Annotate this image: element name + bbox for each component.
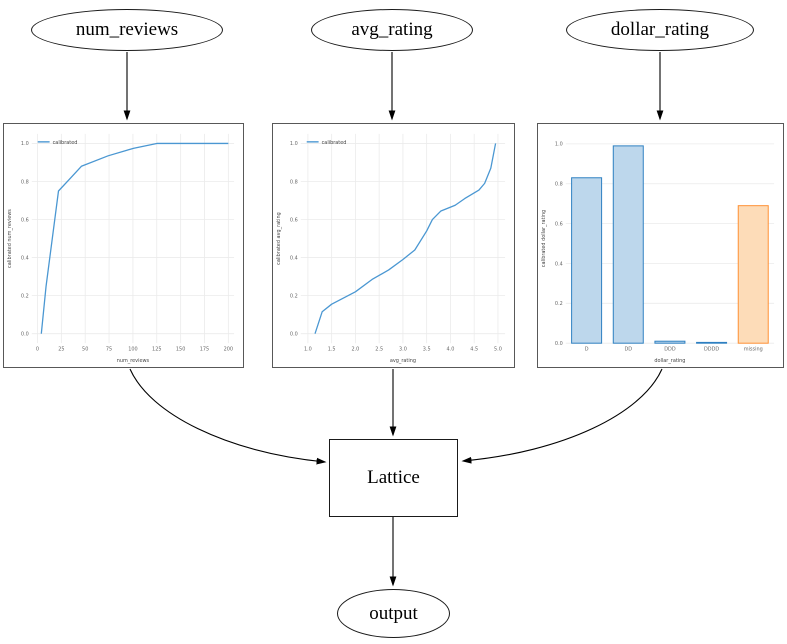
calibration-plot-avg-rating: 0.0 0.2 0.4 0.6 0.8 1.0 1.0 1.5 2.0 2.5 3.0 3.5 4.0 4… [272, 123, 515, 368]
svg-text:125: 125 [152, 347, 161, 353]
svg-text:0.2: 0.2 [290, 293, 298, 299]
svg-text:DDD: DDD [664, 347, 676, 353]
svg-text:calibrated: calibrated [53, 140, 78, 146]
svg-text:0.4: 0.4 [290, 255, 298, 261]
svg-text:0.4: 0.4 [555, 261, 563, 267]
svg-text:0.0: 0.0 [290, 331, 298, 337]
svg-text:0.6: 0.6 [290, 217, 298, 223]
svg-text:1.0: 1.0 [304, 347, 312, 353]
node-dollar-rating-label: dollar_rating [610, 19, 710, 40]
svg-text:4.0: 4.0 [447, 347, 455, 353]
svg-text:100: 100 [128, 347, 137, 353]
svg-text:0.0: 0.0 [555, 341, 563, 347]
svg-text:0: 0 [36, 347, 39, 353]
node-lattice-label: Lattice [367, 467, 420, 488]
svg-text:calibrated num_reviews: calibrated num_reviews [7, 209, 13, 268]
svg-text:0.8: 0.8 [21, 179, 29, 185]
svg-text:175: 175 [200, 347, 209, 353]
svg-text:75: 75 [106, 347, 112, 353]
node-num-reviews: num_reviews [31, 9, 223, 51]
svg-text:1.0: 1.0 [290, 141, 298, 147]
svg-text:0.8: 0.8 [290, 179, 298, 185]
svg-text:calibrated avg_rating: calibrated avg_rating [276, 212, 282, 265]
svg-text:5.0: 5.0 [494, 347, 502, 353]
svg-text:DD: DD [624, 347, 632, 353]
svg-text:4.5: 4.5 [470, 347, 478, 353]
svg-text:0.2: 0.2 [21, 293, 29, 299]
svg-text:D: D [585, 347, 589, 353]
svg-text:missing: missing [744, 347, 763, 353]
calibration-plot-num-reviews: 0.0 0.2 0.4 0.6 0.8 1.0 0 25 50 75 100 125 150 175 200… [3, 123, 244, 368]
svg-text:3.5: 3.5 [423, 347, 431, 353]
avg-rating-calibration-chart: 0.0 0.2 0.4 0.6 0.8 1.0 1.0 1.5 2.0 2.5 3.0 3.5 4.0 4… [273, 124, 514, 367]
svg-text:1.0: 1.0 [555, 142, 563, 148]
svg-text:0.0: 0.0 [21, 331, 29, 337]
edge-plot1-to-lattice [129, 368, 327, 465]
node-dollar-rating: dollar_rating [566, 9, 754, 51]
node-avg-rating: avg_rating [311, 9, 473, 51]
svg-text:50: 50 [82, 347, 88, 353]
svg-text:1.5: 1.5 [328, 347, 336, 353]
svg-text:0.8: 0.8 [555, 182, 563, 188]
node-lattice: Lattice [329, 439, 458, 517]
svg-text:150: 150 [176, 347, 185, 353]
svg-text:25: 25 [58, 347, 64, 353]
svg-text:num_reviews: num_reviews [117, 358, 150, 364]
svg-text:0.6: 0.6 [21, 217, 29, 223]
svg-text:0.6: 0.6 [555, 221, 563, 227]
svg-text:calibrated: calibrated [322, 140, 347, 146]
svg-text:DDDD: DDDD [704, 347, 719, 353]
svg-text:2.0: 2.0 [351, 347, 359, 353]
num-reviews-calibration-chart: 0.0 0.2 0.4 0.6 0.8 1.0 0 25 50 75 100 125 150 175 200… [4, 124, 243, 367]
svg-text:avg_rating: avg_rating [390, 358, 416, 364]
svg-text:0.2: 0.2 [555, 301, 563, 307]
svg-text:calibrated dollar_rating: calibrated dollar_rating [541, 210, 547, 267]
node-avg-rating-label: avg_rating [351, 19, 433, 40]
node-output-label: output [369, 602, 418, 624]
node-num-reviews-label: num_reviews [75, 19, 179, 40]
svg-text:3.0: 3.0 [399, 347, 407, 353]
svg-text:0.4: 0.4 [21, 255, 29, 261]
svg-text:dollar_rating: dollar_rating [654, 358, 685, 364]
node-output: output [337, 589, 450, 638]
edge-plot3-to-lattice [461, 368, 663, 464]
svg-text:200: 200 [224, 347, 233, 353]
svg-text:1.0: 1.0 [21, 141, 29, 147]
svg-text:2.5: 2.5 [375, 347, 383, 353]
